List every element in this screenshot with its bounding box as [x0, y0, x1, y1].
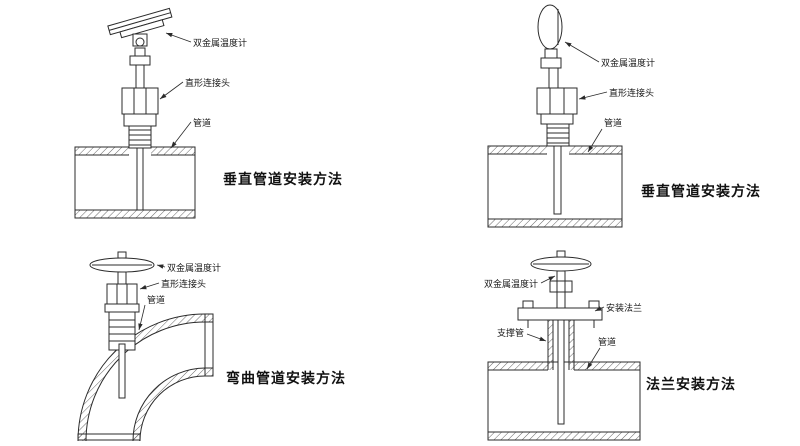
diagram-vertical-pipe-1: 双金属温度计 直形连接头 管道 垂直管道安装方法: [74, 7, 343, 219]
leader-line: [159, 81, 184, 100]
straight-connector-drawing: [536, 87, 578, 147]
pivot-bolt: [135, 37, 145, 47]
leader-line: [564, 41, 600, 63]
mounting-flange-drawing: [517, 300, 603, 328]
bimetal-thermometer-drawing: [89, 251, 155, 399]
label-pipe: 管道: [604, 117, 622, 129]
flange-bolt: [522, 300, 534, 309]
probe-stem: [136, 147, 144, 211]
leader-line: [138, 304, 146, 331]
leader-line: [156, 264, 166, 269]
elbow-pipe-drawing: [77, 313, 214, 442]
label-connector: 直形连接头: [161, 278, 206, 290]
dial-knob: [556, 250, 566, 258]
diagram-flange-mount: 双金属温度计 安装法兰 支撑管 管道 法兰安装方法: [484, 250, 736, 441]
straight-connector-drawing: [121, 87, 159, 149]
probe-stem: [557, 319, 565, 425]
label-thermometer: 双金属温度计: [193, 37, 247, 49]
leader-line: [139, 282, 160, 290]
bimetal-thermometer-drawing: [530, 250, 592, 425]
caption-vertical-pipe-1: 垂直管道安装方法: [223, 171, 343, 188]
flange-bolt: [588, 300, 600, 309]
label-pipe: 管道: [147, 294, 165, 306]
support-tube-drawing: [547, 320, 575, 370]
label-connector: 直形连接头: [185, 77, 230, 89]
leader-line: [540, 275, 556, 284]
dial-knob: [117, 251, 127, 259]
bimetal-thermometer-drawing: [536, 4, 578, 215]
thermometer-dial: [107, 7, 173, 39]
leader-line: [586, 347, 601, 370]
leader-line: [578, 91, 608, 100]
leader-line: [587, 128, 603, 153]
label-thermometer: 双金属温度计: [167, 262, 221, 274]
leader-line: [170, 121, 192, 149]
leader-line: [165, 32, 192, 43]
diagram-bent-pipe: 双金属温度计 直形连接头 管道 弯曲管道安装方法: [77, 251, 346, 442]
caption-vertical-pipe-2: 垂直管道安装方法: [641, 183, 761, 200]
pipe-drawing: [487, 361, 641, 441]
probe-stem: [118, 343, 126, 399]
caption-flange-mount: 法兰安装方法: [646, 376, 736, 393]
caption-bent-pipe: 弯曲管道安装方法: [226, 370, 346, 387]
pipe-drawing: [487, 145, 623, 228]
label-pipe: 管道: [598, 336, 616, 348]
label-pipe: 管道: [193, 117, 211, 129]
label-flange: 安装法兰: [606, 302, 642, 314]
label-connector: 直形连接头: [609, 87, 654, 99]
leader-line: [594, 306, 605, 312]
bimetal-thermometer-drawing: [107, 7, 173, 211]
label-support-tube: 支撑管: [497, 327, 524, 339]
probe-stem: [553, 145, 562, 215]
label-thermometer: 双金属温度计: [601, 57, 655, 69]
straight-connector-drawing: [104, 283, 140, 351]
leader-line: [526, 333, 547, 342]
label-thermometer: 双金属温度计: [484, 278, 538, 290]
pipe-drawing: [74, 146, 196, 219]
diagram-vertical-pipe-2: 双金属温度计 直形连接头 管道 垂直管道安装方法: [487, 4, 761, 228]
